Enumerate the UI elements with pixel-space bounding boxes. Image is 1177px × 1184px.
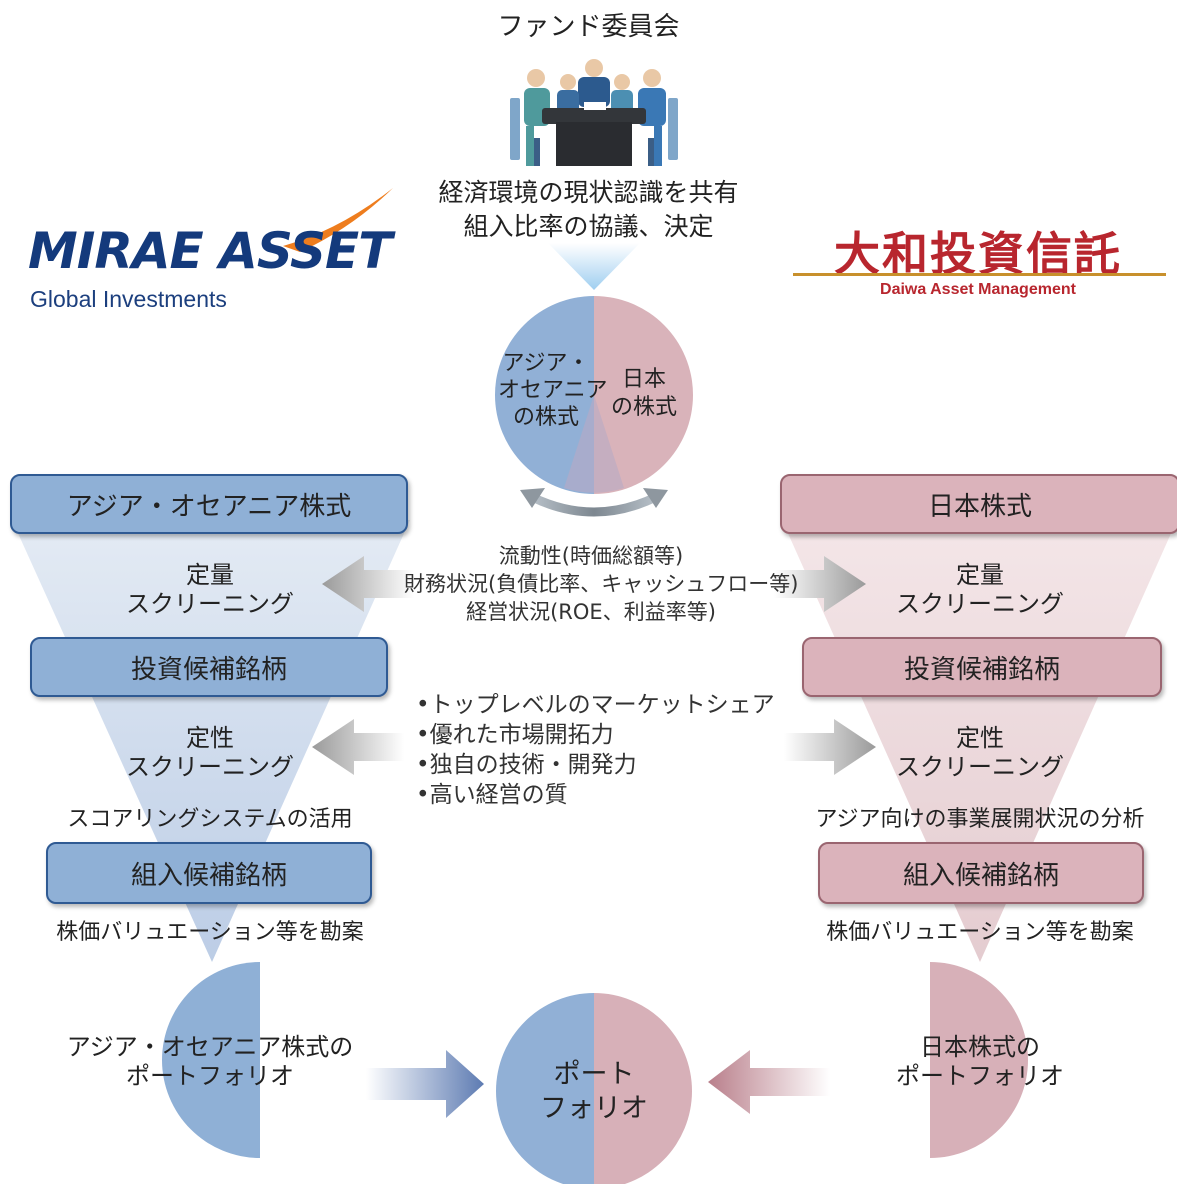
right-funnel-shape (782, 520, 1177, 962)
left-portfolio-label: アジア・オセアニア株式の ポートフォリオ (66, 1033, 354, 1090)
right-portfolio-candidates: 組入候補銘柄 (818, 842, 1144, 904)
center-pie-left (495, 296, 594, 494)
quant-criteria-list: 流動性(時価総額等) 財務状況(負債比率、キャッシュフロー等) 経営状況(ROE… (404, 542, 799, 626)
committee-role-line1: 経済環境の現状認識を共有 (438, 178, 739, 207)
mirae-logo-subtitle: Global Investments (30, 286, 227, 312)
blue-arrow-to-portfolio (366, 1050, 484, 1118)
left-quant-screening: 定量 スクリーニング (126, 561, 294, 618)
right-investment-candidates: 投資候補銘柄 (802, 637, 1162, 697)
qual-criteria-item: •優れた市場開拓力 (416, 722, 614, 748)
rebalance-double-arrow (520, 488, 668, 517)
left-funnel-shape (12, 520, 410, 962)
committee-role-line2: 組入比率の協議、決定 (463, 212, 714, 241)
right-qual-screening: 定性 スクリーニング (896, 724, 1064, 781)
final-pie-left (496, 993, 594, 1184)
qual-criteria-list: •トップレベルのマーケットシェア •優れた市場開拓力 •独自の技術・開発力 •高… (416, 690, 775, 810)
center-pie-right (594, 296, 693, 494)
quant-criteria-item: 流動性(時価総額等) (498, 544, 684, 568)
asia-expansion-analysis-note: アジア向けの事業展開状況の分析 (815, 807, 1145, 832)
daiwa-logo-rule (793, 273, 1166, 276)
qual-arrow-left (312, 719, 404, 775)
fund-committee-title: ファンド委員会 (497, 12, 680, 42)
left-valuation-note: 株価バリュエーション等を勘案 (56, 920, 364, 945)
right-portfolio-half-pie (930, 962, 1028, 1158)
qual-arrow-right (784, 719, 876, 775)
daiwa-logo: 大和投資信託 (834, 227, 1122, 281)
mirae-logo: MIRAE ASSET (28, 222, 392, 280)
scoring-system-note: スコアリングシステムの活用 (67, 807, 353, 832)
pink-arrow-to-portfolio (708, 1050, 830, 1114)
japan-equity-header: 日本株式 (780, 474, 1177, 534)
quant-arrow-left (322, 556, 414, 612)
quant-arrow-right (774, 556, 866, 612)
daiwa-logo-subtitle: Daiwa Asset Management (880, 281, 1076, 298)
qual-criteria-item: •独自の技術・開発力 (416, 752, 637, 778)
right-valuation-note: 株価バリュエーション等を勘案 (826, 920, 1134, 945)
pie-asia-label: アジア・ オセアニア の株式 (498, 351, 608, 430)
left-investment-candidates: 投資候補銘柄 (30, 637, 388, 697)
quant-criteria-item: 経営状況(ROE、利益率等) (466, 600, 716, 624)
fund-committee-illustration (510, 59, 678, 166)
quant-criteria-item: 財務状況(負債比率、キャッシュフロー等) (404, 572, 799, 596)
qual-criteria-item: •トップレベルのマーケットシェア (416, 692, 775, 718)
committee-role: 経済環境の現状認識を共有 組入比率の協議、決定 (0, 176, 1177, 244)
right-portfolio-label: 日本株式の ポートフォリオ (896, 1033, 1064, 1090)
final-pie-right (594, 993, 692, 1184)
committee-pointer (548, 243, 640, 290)
right-quant-screening: 定量 スクリーニング (896, 561, 1064, 618)
asia-oceania-equity-header: アジア・オセアニア株式 (10, 474, 408, 534)
left-qual-screening: 定性 スクリーニング (126, 724, 294, 781)
mirae-swoosh (283, 188, 393, 252)
pie-japan-label: 日本 の株式 (610, 367, 677, 420)
left-portfolio-candidates: 組入候補銘柄 (46, 842, 372, 904)
final-portfolio-label: ポート フォリオ (540, 1059, 648, 1124)
qual-criteria-item: •高い経営の質 (416, 782, 568, 808)
left-portfolio-half-pie (162, 962, 260, 1158)
